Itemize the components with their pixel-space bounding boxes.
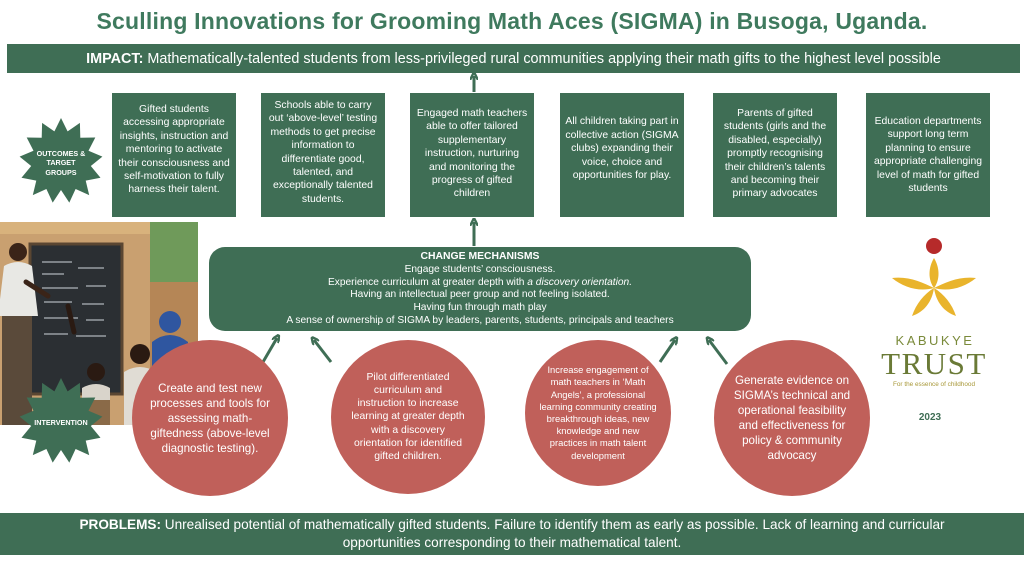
kabukye-trust-logo — [892, 238, 976, 316]
starburst-shape-intervention — [19, 378, 103, 463]
intervention-text: Increase engagement of math teachers in … — [539, 364, 657, 461]
arrow-intervention-4 — [709, 340, 729, 365]
intervention-text: Generate evidence on SIGMA’s technical a… — [733, 374, 851, 462]
intervention-label: INTERVENTION — [34, 418, 88, 428]
outcome-box-education-departments: Education departments support long term … — [866, 93, 990, 217]
outcome-box-schools: Schools able to carry out ‘above-level’ … — [261, 93, 385, 217]
change-line-3: Having an intellectual peer group and no… — [350, 289, 610, 301]
problems-label: PROBLEMS: — [79, 517, 161, 532]
starburst-shape-outcomes — [19, 118, 103, 203]
change-line-4: Having fun through math play — [413, 302, 547, 314]
change-mechanisms-box: CHANGE MECHANISMS Engage students’ consc… — [209, 247, 751, 331]
logo-tagline: For the essence of childhood — [892, 381, 976, 388]
intervention-circle-evidence: Generate evidence on SIGMA’s technical a… — [714, 340, 870, 496]
problems-banner: PROBLEMS: Unrealised potential of mathem… — [0, 513, 1024, 555]
arrow-intervention-3 — [658, 340, 675, 363]
impact-label: IMPACT: — [86, 50, 144, 67]
outcome-text: Engaged math teachers able to offer tail… — [416, 108, 528, 200]
outcome-text: Gifted students accessing appropriate in… — [118, 104, 230, 196]
logo-name-trust: TRUST — [881, 346, 987, 381]
logo-head-dot — [926, 238, 942, 254]
page-title: Sculling Innovations for Grooming Math A… — [96, 8, 928, 34]
outcome-box-parents: Parents of gifted students (girls and th… — [713, 93, 837, 217]
intervention-text: Create and test new processes and tools … — [150, 381, 270, 455]
outcome-text: All children taking part in collective a… — [565, 116, 679, 182]
impact-banner: IMPACT: Mathematically-talented students… — [7, 44, 1020, 73]
logo-figure — [892, 258, 976, 316]
arrow-intervention-1 — [261, 338, 277, 363]
outcome-text: Schools able to carry out ‘above-level’ … — [268, 100, 378, 205]
year-label: 2023 — [918, 412, 942, 423]
arrow-intervention-2 — [314, 340, 333, 363]
intervention-starburst: INTERVENTION — [16, 378, 106, 468]
outcomes-starburst: OUTCOMES & TARGET GROUPS — [16, 118, 106, 208]
change-line-2-text: Experience curriculum at greater depth w… — [327, 276, 528, 288]
impact-text: Mathematically-talented students from le… — [147, 50, 941, 67]
change-line-5: A sense of ownership of SIGMA by leaders… — [286, 314, 674, 326]
outcome-text: Parents of gifted students (girls and th… — [723, 108, 827, 200]
intervention-circle-assessment: Create and test new processes and tools … — [132, 340, 288, 496]
outcome-box-gifted-students: Gifted students accessing appropriate in… — [112, 93, 236, 217]
outcome-box-children: All children taking part in collective a… — [560, 93, 684, 217]
change-mechanisms-title: CHANGE MECHANISMS — [420, 251, 540, 262]
problems-content: PROBLEMS: Unrealised potential of mathem… — [40, 516, 984, 552]
change-line-2-emphasis: a discovery orientation. — [527, 276, 633, 288]
outcomes-label: OUTCOMES & TARGET GROUPS — [36, 148, 86, 177]
intervention-text: Pilot differentiated curriculum and inst… — [351, 371, 465, 462]
outcome-box-teachers: Engaged math teachers able to offer tail… — [410, 93, 534, 217]
logo-name-kabukye: KABUKYE — [895, 333, 975, 348]
outcome-text: Education departments support long term … — [873, 116, 983, 195]
change-line-2: Experience curriculum at greater depth w… — [209, 277, 751, 290]
intervention-circle-math-angels: Increase engagement of math teachers in … — [525, 340, 671, 486]
change-line-1: Engage students’ consciousness. — [404, 263, 556, 275]
problems-text: Unrealised potential of mathematically g… — [164, 517, 945, 550]
intervention-circle-curriculum: Pilot differentiated curriculum and inst… — [331, 340, 485, 494]
